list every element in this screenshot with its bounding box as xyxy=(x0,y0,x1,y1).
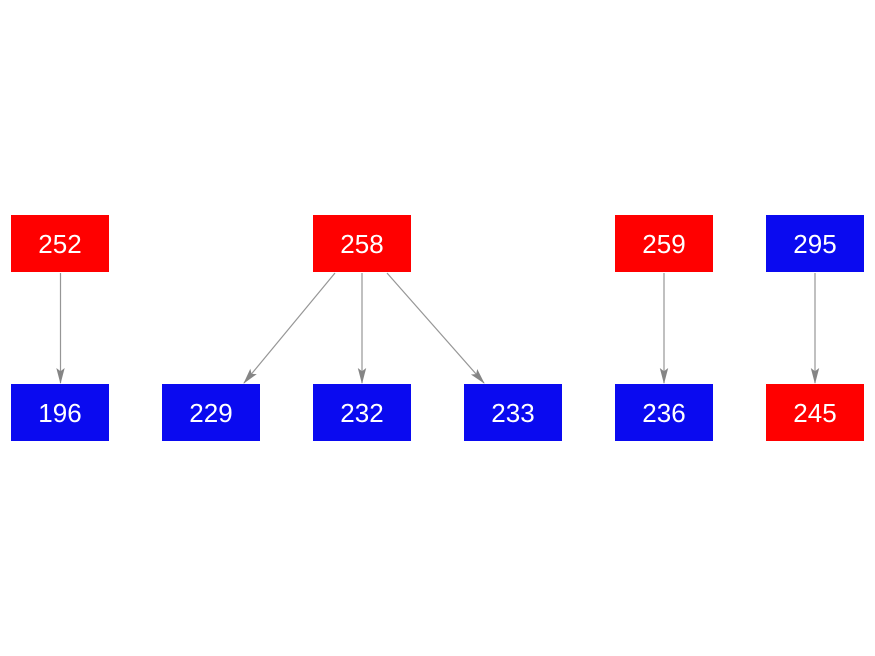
graph-node-259: 259 xyxy=(615,215,713,272)
graph-node-196: 196 xyxy=(11,384,109,441)
graph-node-229: 229 xyxy=(162,384,260,441)
edge-258-233 xyxy=(386,272,485,384)
graph-node-233: 233 xyxy=(464,384,562,441)
graph-node-236: 236 xyxy=(615,384,713,441)
edge-258-229 xyxy=(243,272,336,384)
graph-node-252: 252 xyxy=(11,215,109,272)
graph-node-295: 295 xyxy=(766,215,864,272)
graph-node-245: 245 xyxy=(766,384,864,441)
graph-node-232: 232 xyxy=(313,384,411,441)
graph-node-258: 258 xyxy=(313,215,411,272)
